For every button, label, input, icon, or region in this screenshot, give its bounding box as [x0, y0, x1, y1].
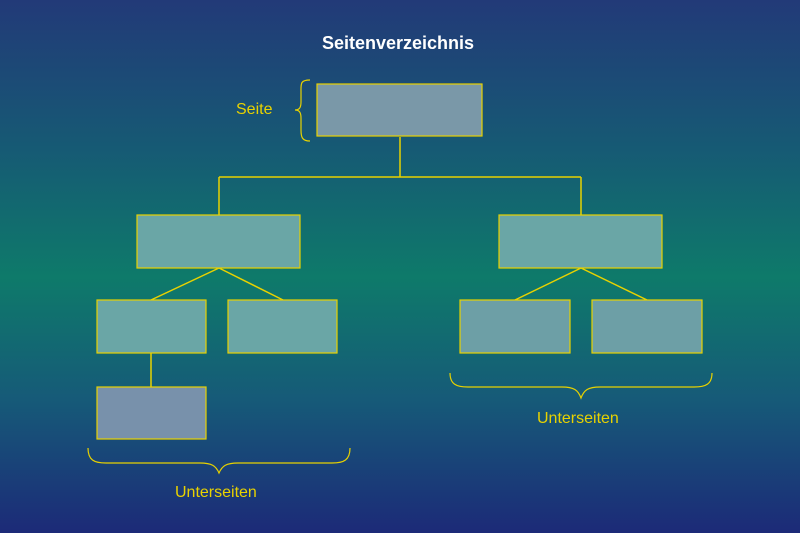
- connector-left-to-lr: [218, 267, 284, 301]
- subpages-label-left: Unterseiten: [175, 484, 257, 501]
- child-page-box-left: [136, 214, 301, 269]
- brace-subpages-right: [449, 372, 713, 400]
- connector-lines: [150, 137, 648, 387]
- connector-right-to-rr: [580, 267, 648, 301]
- subpage-box-right-2: [591, 299, 703, 354]
- braces: [87, 79, 713, 475]
- page-label: Seite: [236, 101, 273, 118]
- root-page-box: [316, 83, 483, 137]
- connector-left-to-ll: [150, 267, 220, 301]
- subpages-label-right: Unterseiten: [537, 410, 619, 427]
- page-boxes: [96, 83, 703, 440]
- subpage-box-right-1: [459, 299, 571, 354]
- brace-subpages-left: [87, 447, 351, 475]
- subpage-box-leaf: [96, 386, 207, 440]
- child-page-box-right: [498, 214, 663, 269]
- subpage-box-left-2: [227, 299, 338, 354]
- connector-right-to-rl: [514, 267, 582, 301]
- brace-page: [294, 79, 311, 142]
- subpage-box-left-1: [96, 299, 207, 354]
- diagram-title: Seitenverzeichnis: [321, 33, 475, 53]
